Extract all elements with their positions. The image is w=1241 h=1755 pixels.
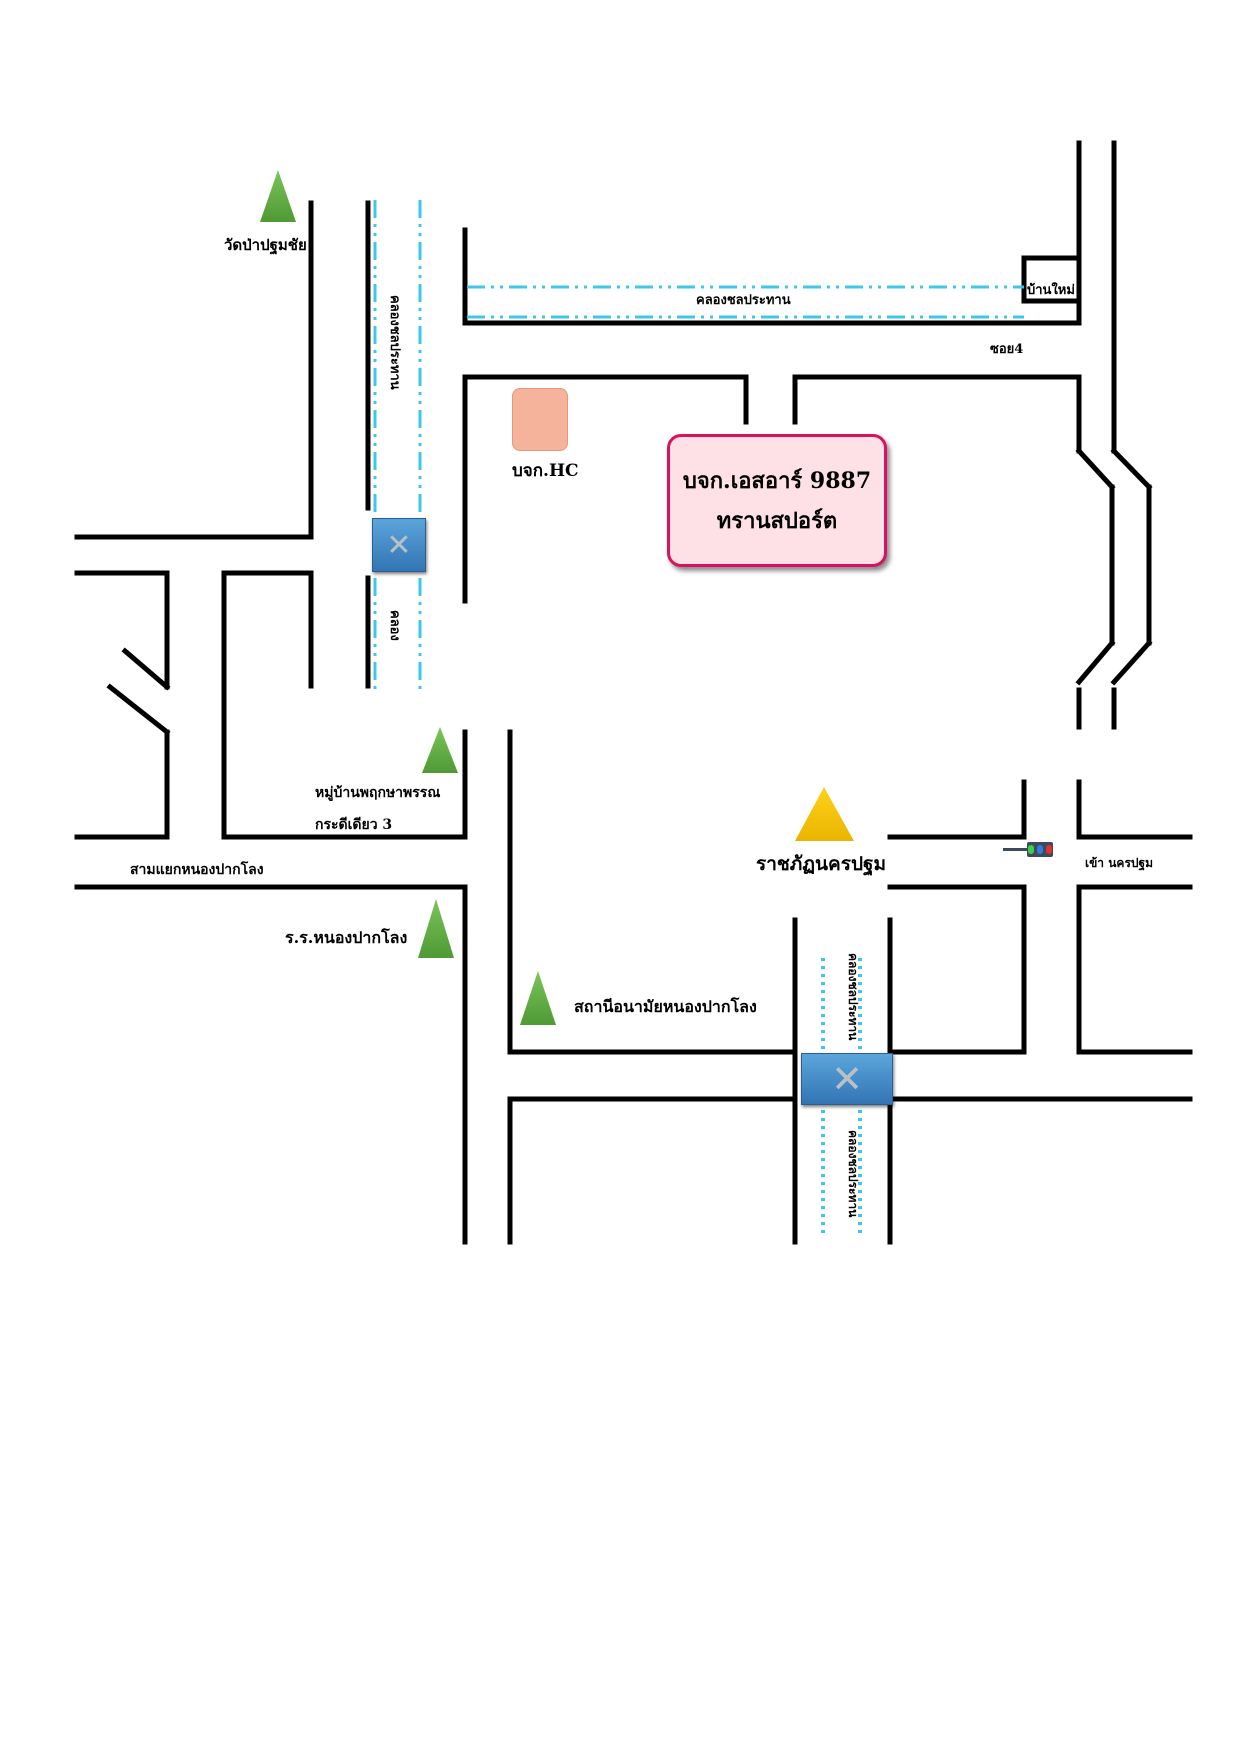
bridge-icon: ✕ <box>801 1053 893 1105</box>
canals <box>373 200 1024 1238</box>
health-station-landmark-icon <box>520 971 556 1025</box>
school-landmark-icon <box>418 899 454 958</box>
label-wat-pa-pathum-chai: วัดป่าปฐมชัย <box>224 236 307 255</box>
signal-green-lamp <box>1028 845 1035 854</box>
label-ban-mai: บ้านใหม่ <box>1027 281 1075 298</box>
destination-line2: ทรานสปอร์ต <box>716 507 838 534</box>
label-canal-bottom-upper: คลองชลประทาน <box>846 953 860 1041</box>
road-edge <box>121 647 171 691</box>
road-edge <box>1110 447 1153 491</box>
landmarks <box>260 170 854 1025</box>
label-sam-yaek: สามแยกหนองปากโลง <box>130 860 264 878</box>
label-health-station: สถานีอนามัยหนองปากโลง <box>574 996 757 1016</box>
wat-landmark-icon <box>260 170 296 222</box>
label-canal-left-upper: คลองชลประทาน <box>387 295 402 390</box>
road-edge <box>1075 639 1116 686</box>
company-hc-building <box>512 388 568 451</box>
label-to-nakhon-pathom: เข้า นครปฐม <box>1085 856 1153 871</box>
destination-line1: บจก.เอสอาร์ 9887 <box>682 467 872 494</box>
label-canal-bottom-lower: คลองชลประทาน <box>846 1130 860 1218</box>
traffic-light-icon <box>1027 842 1053 857</box>
rajabhat-landmark-icon <box>795 787 854 841</box>
road-edge <box>106 683 171 736</box>
road-edge <box>1110 639 1153 686</box>
label-soi4: ซอย4 <box>990 342 1023 357</box>
signal-red-lamp <box>1045 845 1052 854</box>
bridge-icon: ✕ <box>372 518 426 572</box>
roads <box>74 140 1193 1245</box>
map-labels: วัดป่าปฐมชัย คลองชลประทาน บ้านใหม่ ซอย4 … <box>130 236 1153 1218</box>
label-company-hc: บจก.HC <box>512 461 579 481</box>
bridge-cross-icon: ✕ <box>831 1057 863 1101</box>
traffic-light-pole <box>1003 848 1027 851</box>
destination-box: บจก.เอสอาร์ 9887 ทรานสปอร์ต <box>667 434 887 567</box>
label-canal-top: คลองชลประทาน <box>696 293 791 308</box>
road-edge <box>1075 447 1116 491</box>
label-mu-ban-line2: กระดีเดียว 3 <box>315 817 392 833</box>
mu-ban-landmark-icon <box>422 727 458 773</box>
label-school: ร.ร.หนองปากโลง <box>285 927 407 947</box>
label-rajabhat: ราชภัฏนครปฐม <box>756 853 886 877</box>
bridge-cross-icon: ✕ <box>386 527 412 563</box>
signal-blue-lamp <box>1036 845 1043 854</box>
label-canal-left-lower: คลอง <box>387 610 402 641</box>
label-mu-ban-line1: หมู่บ้านพฤกษาพรรณ <box>315 785 440 801</box>
